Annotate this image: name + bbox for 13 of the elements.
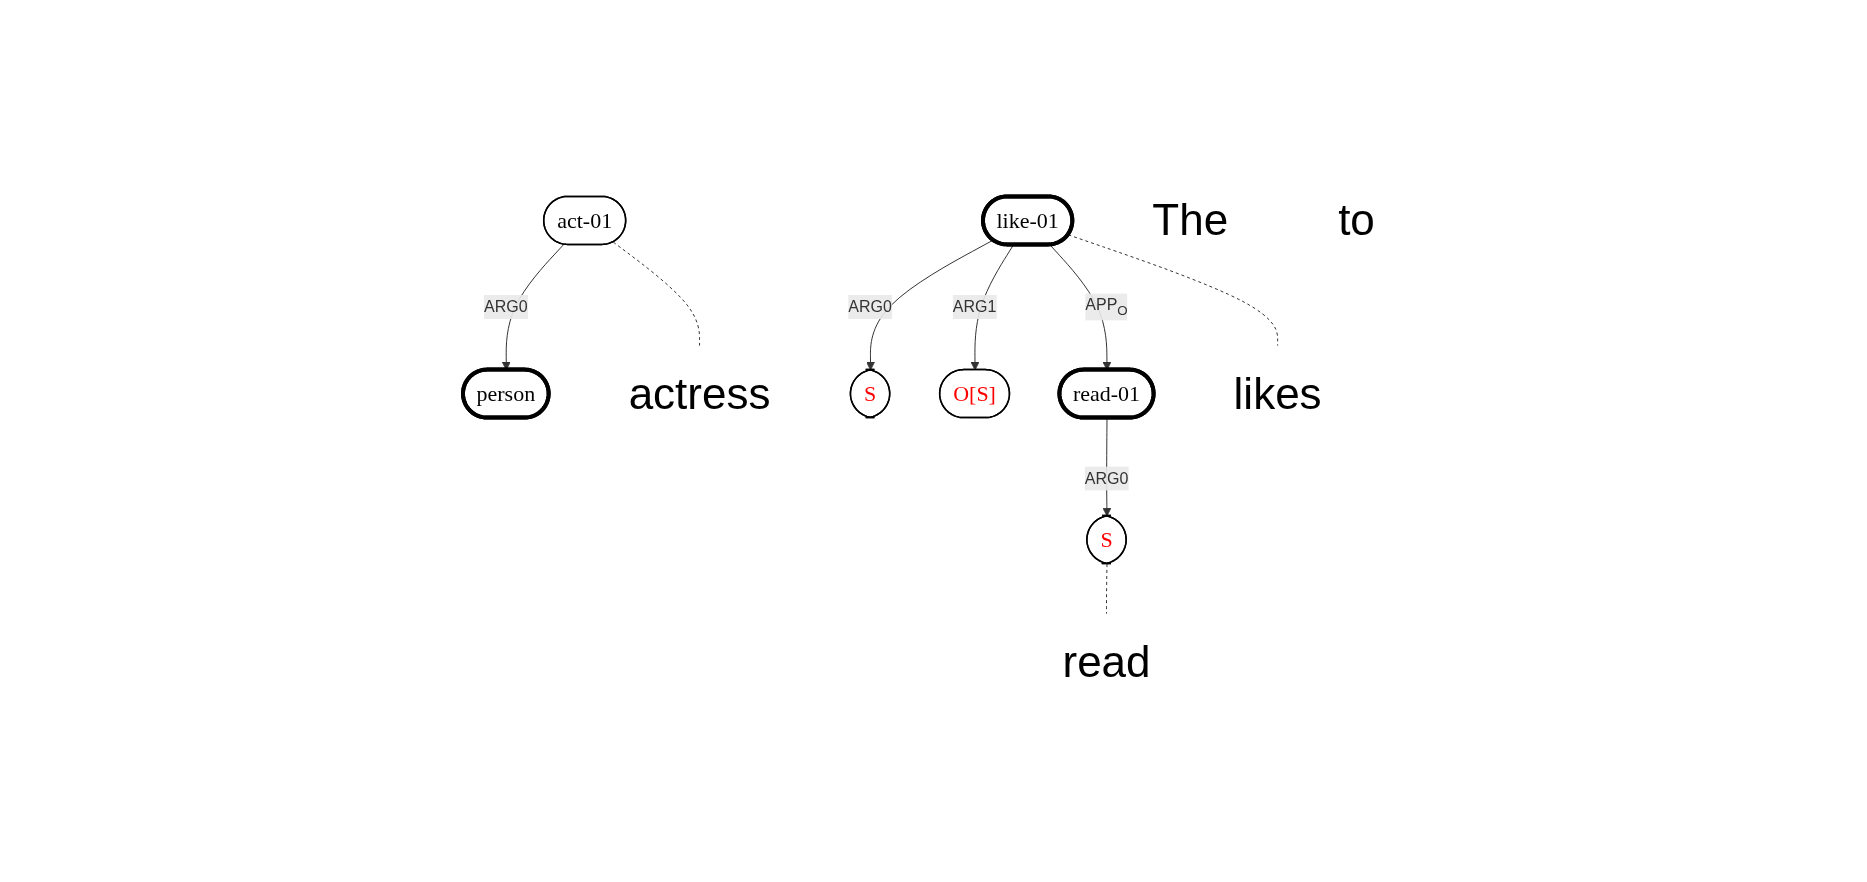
connector [612, 241, 700, 347]
edge-label: ARG0 [847, 298, 892, 315]
connector [1067, 234, 1278, 347]
node-text: likes [1233, 368, 1322, 418]
node-text: The [1151, 195, 1228, 245]
node-text: actress [628, 368, 771, 418]
edge-label: ARG1 [952, 298, 996, 315]
edge-label: ARG0 [1084, 469, 1128, 487]
connector [1105, 563, 1108, 615]
node-text: read [1062, 636, 1151, 686]
edge-label: APP$_{O}$ [1084, 296, 1128, 318]
node-text: to [1337, 195, 1375, 245]
edge-label: ARG0 [483, 298, 528, 315]
